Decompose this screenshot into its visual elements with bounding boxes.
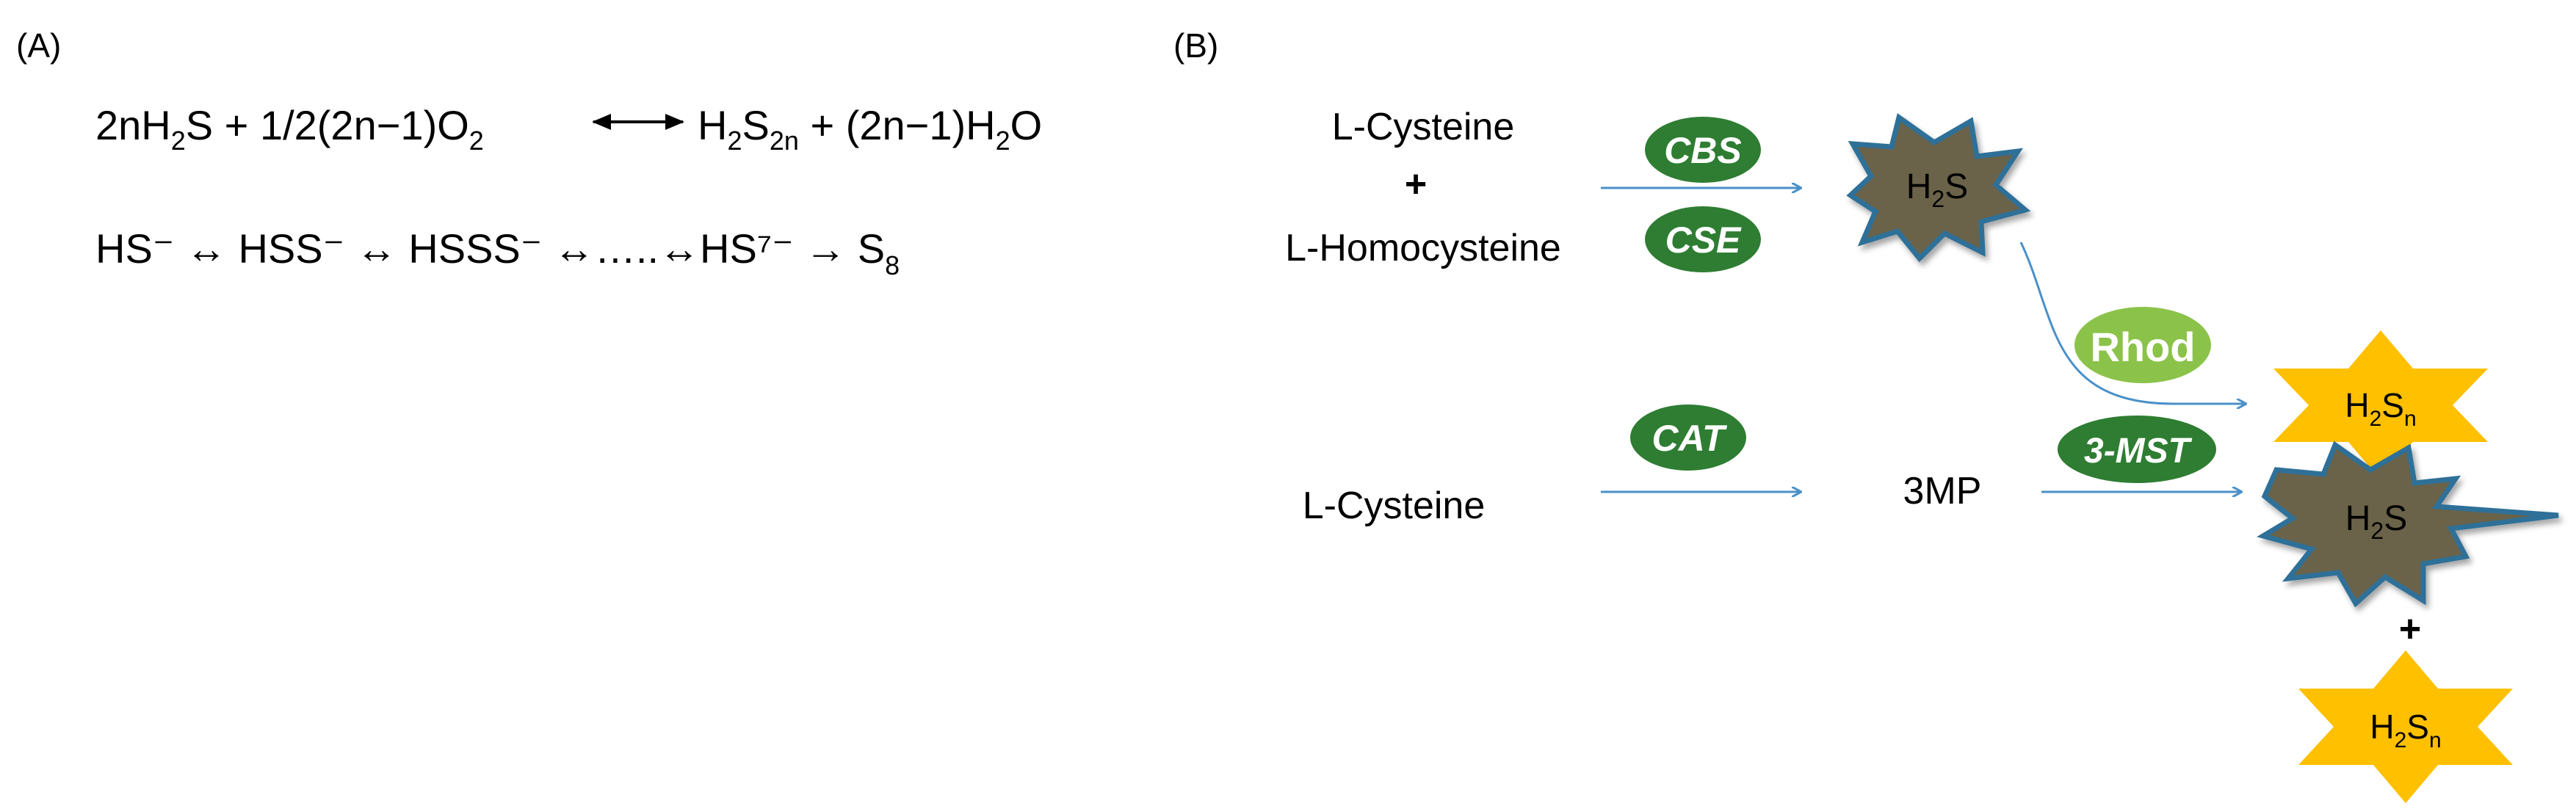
equation-1: 2nH2S + 1/2(2n−1)O2 H2S2n + (2n−1)H2O	[95, 102, 1042, 156]
svg-text:H2S: H2S	[1906, 167, 1968, 212]
h2s-burst-main: H2S	[1846, 113, 2031, 263]
plus-sign-bottom: +	[2399, 608, 2421, 650]
svg-text:H2Sn: H2Sn	[2370, 708, 2441, 752]
svg-text:CAT: CAT	[1651, 418, 1728, 459]
svg-text:3-MST: 3-MST	[2084, 432, 2193, 471]
h2sn-star-bottom: H2Sn	[2298, 650, 2513, 803]
svg-text:H2S: H2S	[2345, 499, 2407, 544]
four-point-star-icon	[2273, 330, 2488, 480]
svg-text:H2S2n + (2n−1)H2O: H2S2n + (2n−1)H2O	[698, 102, 1042, 156]
svg-text:Rhod: Rhod	[2090, 324, 2195, 370]
h2sn-star-top: H2Sn	[2273, 330, 2488, 480]
svg-text:2nH2S + 1/2(2n−1)O2: 2nH2S + 1/2(2n−1)O2	[95, 102, 484, 156]
burst-icon	[2257, 440, 2559, 608]
panel-b-label: (B)	[1173, 26, 1218, 65]
enzyme-cse: CSE	[1645, 206, 1761, 272]
equation-2: HS⁻ ↔ HSS⁻ ↔ HSSS⁻ ↔…..↔HS⁷⁻ → S8	[95, 225, 900, 280]
arrow-rhod	[2019, 242, 2246, 404]
enzyme-cat: CAT	[1630, 404, 1746, 471]
panel-a-label: (A)	[16, 26, 61, 65]
burst-icon	[1846, 113, 2031, 263]
enzyme-cbs: CBS	[1645, 117, 1761, 183]
enzyme-3-mst: 3-MST	[2058, 416, 2216, 483]
enzyme-rhod: Rhod	[2074, 307, 2211, 383]
substrate-l-cysteine-bottom: L-Cysteine	[1303, 485, 1486, 527]
four-point-star-icon	[2298, 650, 2513, 803]
svg-text:CSE: CSE	[1665, 220, 1742, 261]
svg-text:CBS: CBS	[1664, 130, 1742, 171]
intermediate-3mp: 3MP	[1903, 470, 1982, 512]
h2s-burst-bottom: H2S	[2257, 440, 2559, 608]
svg-text:H2Sn: H2Sn	[2345, 386, 2416, 431]
substrate-l-cysteine-top: L-Cysteine	[1332, 106, 1515, 148]
substrate-l-homocysteine: L-Homocysteine	[1285, 227, 1561, 269]
plus-sign-top: +	[1405, 163, 1427, 206]
